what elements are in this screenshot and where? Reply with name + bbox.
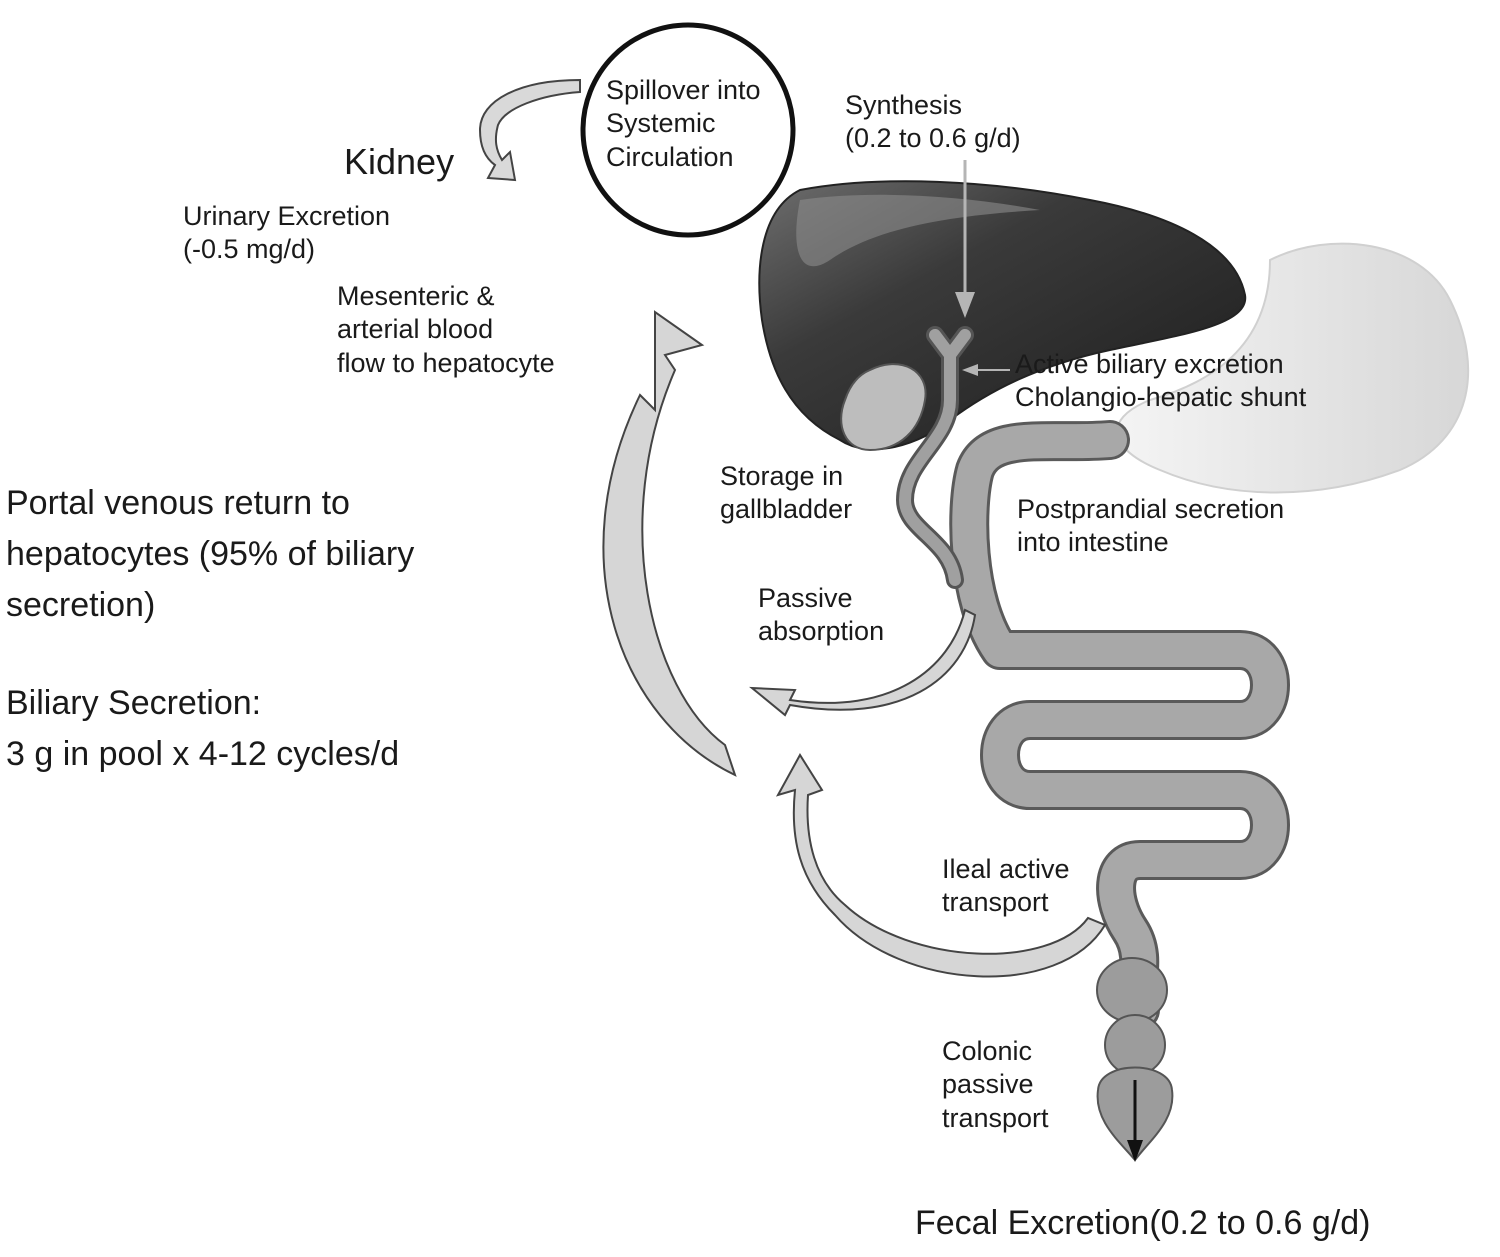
active-biliary-label: Active biliary excretion Cholangio-hepat… [1015, 349, 1307, 413]
colonic-transport-label: Colonic passive transport [942, 1036, 1049, 1133]
synthesis-label: Synthesis (0.2 to 0.6 g/d) [845, 90, 1021, 154]
mesenteric-flow-label: Mesenteric & arterial blood flow to hepa… [337, 281, 555, 378]
gallbladder [840, 363, 927, 452]
spillover-label: Spillover into Systemic Circulation [606, 75, 761, 172]
portal-return-arrow [602, 310, 737, 777]
spillover-circle [580, 22, 796, 238]
urinary-excretion-label: Urinary Excretion (-0.5 mg/d) [183, 201, 391, 265]
portal-return-label: Portal venous return to hepatocytes (95%… [6, 484, 415, 624]
kidney-arrow [478, 78, 581, 182]
postprandial-label: Postprandial secretion into intestine [1017, 494, 1285, 558]
passive-absorption-label: Passive absorption [758, 583, 885, 647]
fecal-excretion-label: Fecal Excretion(0.2 to 0.6 g/d) [915, 1204, 1371, 1242]
storage-label: Storage in gallbladder [720, 461, 853, 525]
ileal-transport-label: Ileal active transport [942, 854, 1070, 918]
biliary-secretion-label: Biliary Secretion: 3 g in pool x 4-12 cy… [6, 684, 400, 773]
stomach [1116, 242, 1470, 494]
kidney-label: Kidney [344, 141, 455, 182]
ileal-return-arrow [775, 753, 1107, 978]
passive-absorption-arrow [749, 608, 977, 717]
colon [1096, 957, 1174, 1162]
